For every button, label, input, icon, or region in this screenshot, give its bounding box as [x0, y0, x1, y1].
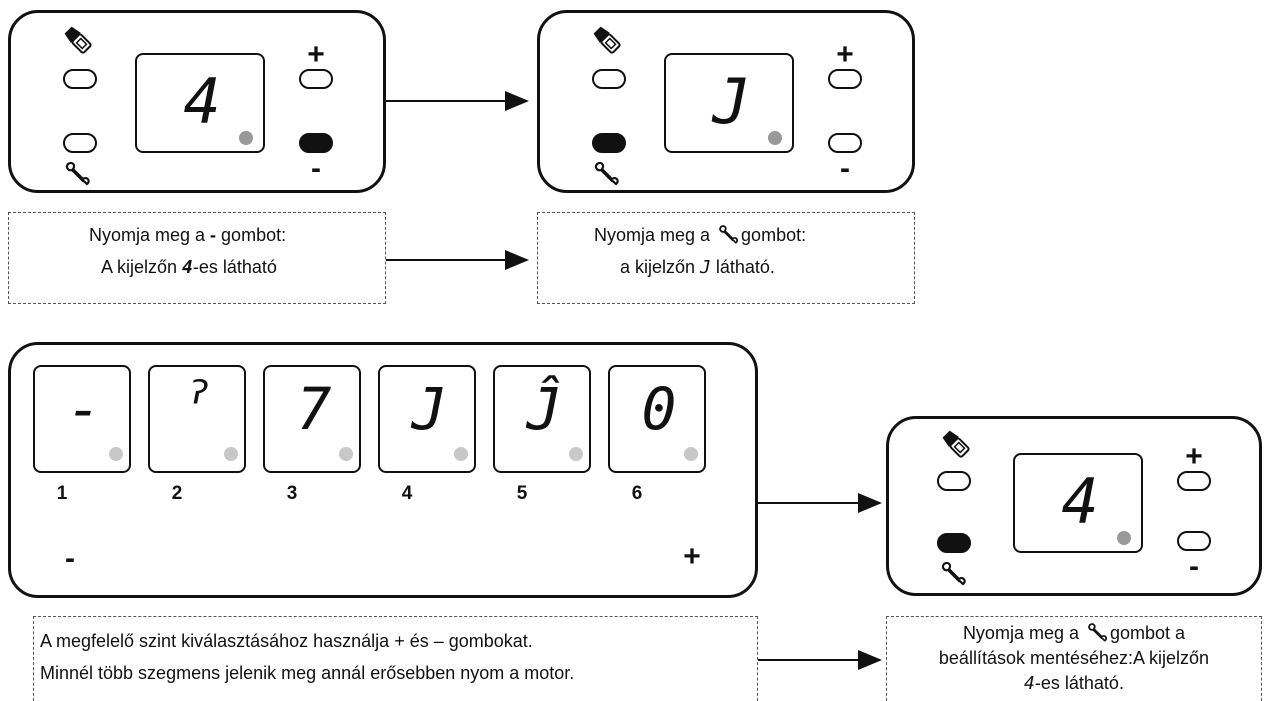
level-number: 4 — [401, 483, 413, 504]
level-display-1: - — [33, 365, 131, 473]
brush-icon — [61, 23, 95, 62]
display-screen: J — [664, 53, 794, 153]
level-display-digit: - — [66, 375, 102, 443]
caption-step-3: A megfelelő szint kiválasztásához haszná… — [33, 616, 758, 701]
caption-line: Minnél több szegmens jelenik meg annál e… — [40, 663, 575, 683]
wrench-icon — [592, 159, 620, 192]
display-value: J — [700, 257, 711, 278]
level-display-4: J — [378, 365, 476, 473]
brush-icon — [590, 23, 624, 62]
scale-plus-label: + — [683, 540, 701, 573]
display-dot — [239, 131, 253, 145]
display-digit: J — [712, 65, 750, 138]
display-digit: 4 — [1061, 465, 1099, 538]
minus-label: - — [1189, 550, 1199, 583]
level-number: 3 — [286, 483, 298, 504]
plus-label: + — [836, 38, 854, 71]
display-value: 4 — [1024, 673, 1035, 694]
display-value: 4 — [182, 257, 193, 278]
caption-text: látható. — [710, 257, 775, 277]
caption-step-2: Nyomja meg a gombot: a kijelzőn J láthat… — [537, 212, 915, 304]
caption-text: Nyomja meg a — [594, 225, 716, 245]
minus-key-label: - — [210, 225, 217, 245]
brush-icon — [939, 427, 973, 466]
caption-step-1: Nyomja meg a - gombot: A kijelzőn 4-es l… — [8, 212, 386, 304]
brush-button[interactable] — [937, 471, 971, 491]
level-display-dot — [684, 447, 698, 461]
wrench-icon — [715, 223, 741, 245]
level-display-digit: Ĵ — [526, 375, 562, 443]
level-display-dot — [569, 447, 583, 461]
minus-button[interactable] — [828, 133, 862, 153]
wrench-icon — [63, 159, 91, 192]
level-display-dot — [339, 447, 353, 461]
minus-button[interactable] — [1177, 531, 1211, 551]
level-display-3: 7 — [263, 365, 361, 473]
level-display-digit: J — [411, 375, 447, 443]
display-digit: 4 — [183, 65, 221, 138]
level-selection-panel: - 1 ˀ 2 7 3 J 4 Ĵ 5 0 6 - + — [8, 342, 758, 598]
caption-text: -es látható — [192, 257, 277, 277]
level-display-6: 0 — [608, 365, 706, 473]
level-display-digit: ˀ — [181, 375, 217, 443]
caption-step-4: Nyomja meg a gombot a beállítások mentés… — [886, 616, 1262, 701]
display-screen: 4 — [1013, 453, 1143, 553]
control-panel-2: J + - — [537, 10, 915, 193]
level-display-dot — [454, 447, 468, 461]
level-display-digit: 7 — [296, 375, 332, 443]
minus-label: - — [840, 152, 850, 185]
caption-line: beállítások mentéséhez:A kijelzőn — [938, 648, 1210, 668]
caption-text: Nyomja meg a — [89, 225, 211, 245]
caption-line: 4-es látható. — [887, 671, 1261, 696]
level-number: 2 — [171, 483, 183, 504]
caption-line: Nyomja meg a - gombot: — [89, 219, 385, 251]
level-display-5: Ĵ — [493, 365, 591, 473]
level-number: 6 — [631, 483, 643, 504]
control-panel-1: 4 + - — [8, 10, 386, 193]
brush-button[interactable] — [592, 69, 626, 89]
caption-line: A kijelzőn 4-es látható — [89, 251, 385, 284]
plus-button[interactable] — [828, 69, 862, 89]
plus-button[interactable] — [299, 69, 333, 89]
caption-line: Nyomja meg a gombot: — [594, 219, 914, 251]
plus-label: + — [307, 38, 325, 71]
level-display-dot — [109, 447, 123, 461]
caption-text: gombot: — [741, 225, 807, 245]
wrench-button[interactable] — [63, 133, 97, 153]
wrench-icon — [1084, 621, 1110, 643]
caption-text: a kijelzőn — [620, 257, 701, 277]
display-dot — [768, 131, 782, 145]
caption-text: A kijelzőn — [101, 257, 183, 277]
scale-minus-label: - — [65, 542, 75, 575]
brush-button[interactable] — [63, 69, 97, 89]
caption-text: Nyomja meg a — [962, 623, 1084, 643]
display-screen: 4 — [135, 53, 265, 153]
level-number: 5 — [516, 483, 528, 504]
plus-button[interactable] — [1177, 471, 1211, 491]
caption-text: gombot a — [1109, 623, 1186, 643]
level-number: 1 — [56, 483, 68, 504]
level-display-digit: 0 — [641, 375, 677, 443]
level-display-2: ˀ — [148, 365, 246, 473]
wrench-button[interactable] — [937, 533, 971, 553]
minus-button[interactable] — [299, 133, 333, 153]
plus-label: + — [1185, 440, 1203, 473]
level-display-dot — [224, 447, 238, 461]
caption-line: a kijelzőn J látható. — [594, 251, 914, 284]
wrench-button[interactable] — [592, 133, 626, 153]
display-dot — [1117, 531, 1131, 545]
caption-text: -es látható. — [1034, 673, 1124, 693]
minus-label: - — [311, 152, 321, 185]
wrench-icon — [939, 559, 967, 592]
caption-line: Nyomja meg a gombot a — [887, 621, 1261, 646]
caption-line: A megfelelő szint kiválasztásához haszná… — [40, 631, 533, 651]
control-panel-3: 4 + - — [886, 416, 1262, 596]
caption-text: gombot: — [216, 225, 287, 245]
